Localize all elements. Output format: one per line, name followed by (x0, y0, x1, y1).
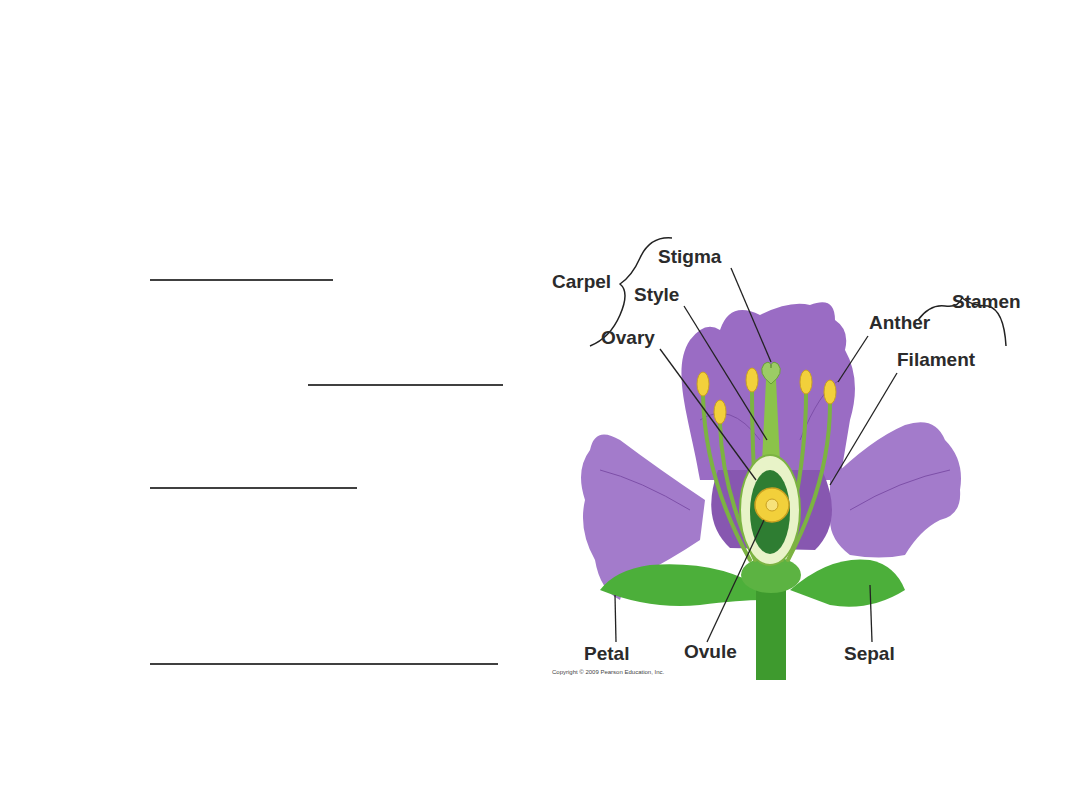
leader-line (615, 268, 897, 642)
carpel (740, 362, 800, 565)
anther (824, 380, 836, 404)
part-label: Ovary (601, 328, 655, 349)
stem (756, 585, 786, 680)
leader-line (830, 373, 897, 485)
carpel (762, 362, 781, 384)
leader-line (870, 585, 872, 642)
carpel (750, 470, 790, 554)
answer-blank (150, 487, 357, 489)
stem (741, 557, 801, 680)
carpel (766, 499, 778, 511)
answer-blank (150, 279, 333, 281)
leader-line (615, 595, 616, 642)
carpel (755, 488, 789, 522)
answer-blank (150, 663, 498, 665)
copyright-note: Copyright © 2009 Pearson Education, Inc. (552, 669, 664, 676)
leader-line (684, 306, 767, 440)
answer-blank (150, 280, 503, 664)
anther (800, 370, 812, 394)
part-label: Anther (869, 313, 930, 334)
part-label: Stamen (952, 292, 1021, 313)
leader-line (660, 349, 756, 480)
answer-blank (308, 384, 503, 386)
part-label: Ovule (684, 642, 737, 663)
petal (830, 422, 961, 557)
part-label: Petal (584, 644, 629, 665)
anther (746, 368, 758, 392)
part-label: Carpel (552, 272, 611, 293)
part-label: Sepal (844, 644, 895, 665)
anther (714, 400, 726, 424)
anther (697, 372, 709, 396)
part-label: Filament (897, 350, 975, 371)
petal (581, 302, 961, 600)
leader-line (731, 268, 771, 362)
leader-line (707, 520, 764, 642)
part-label: Stigma (658, 247, 721, 268)
leader-line (838, 336, 868, 382)
sepal (790, 559, 905, 606)
carpel (762, 380, 780, 462)
part-label: Style (634, 285, 679, 306)
